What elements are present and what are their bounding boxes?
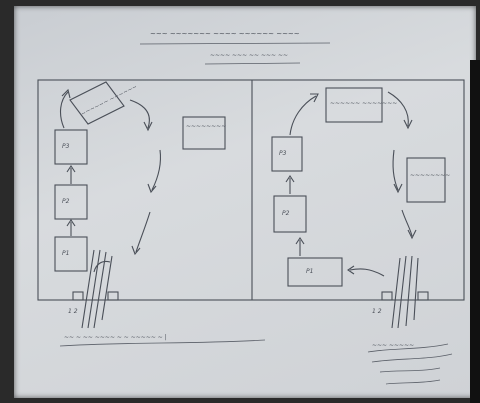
right-gate-lines <box>391 255 419 329</box>
left-gate-arrow <box>93 260 111 273</box>
arrow-down-2 <box>401 209 413 237</box>
paper-sheet <box>14 6 476 398</box>
left-gate-post <box>107 291 119 301</box>
arrow-down-1 <box>151 149 162 191</box>
right-side-box <box>406 157 446 203</box>
right-gate-post <box>381 291 393 301</box>
left-box-p2 <box>54 184 88 220</box>
left-gate-post <box>72 291 84 301</box>
right-side-label: ~~~~~~~~ <box>410 172 451 179</box>
arrowhead <box>393 183 403 194</box>
left-p3-label: P3 <box>62 143 70 150</box>
right-gate-post <box>417 291 429 301</box>
right-box-p1 <box>287 257 343 287</box>
arrowhead <box>285 175 295 183</box>
left-gate-lines <box>81 249 113 329</box>
arrow-top-right <box>387 91 409 127</box>
left-box-p3 <box>54 129 88 165</box>
arrowhead <box>295 237 305 245</box>
right-box-p3 <box>271 136 303 172</box>
page-title: ~~~ ~~~~~~~ ~~~~ ~~~~~~ ~~~~ <box>150 30 300 38</box>
arrowhead <box>347 265 355 275</box>
right-gate-label: 1 2 <box>372 308 382 315</box>
left-p1-label: P1 <box>62 250 70 257</box>
subtitle-underline <box>204 62 301 65</box>
footer-note: ~~ ~ ~~ ~~~~ ~ ~ ~~~~~ ~ | <box>64 334 167 341</box>
arrowhead <box>66 165 76 173</box>
arrowhead <box>403 119 413 130</box>
arrowhead <box>131 245 141 256</box>
left-tilted-box <box>69 81 125 125</box>
right-top-box <box>325 87 383 123</box>
arrow-down-1 <box>392 149 399 191</box>
arrowhead <box>147 183 157 194</box>
dark-edge <box>470 60 480 403</box>
signature: ~~~ ~~~~~ <box>372 342 415 349</box>
title-underline <box>139 42 331 45</box>
arrow-down-2 <box>135 211 151 253</box>
right-p1-label: P1 <box>306 268 314 275</box>
arrow-top-right <box>129 99 150 129</box>
left-side-box <box>182 116 226 150</box>
arrow-gate-p1 <box>349 268 385 277</box>
right-p3-label: P3 <box>279 150 287 157</box>
right-top-label: ~~~~~~ ~~~~~~~ <box>330 100 398 107</box>
left-gate-label: 1 2 <box>68 308 78 315</box>
arrowhead <box>61 88 71 99</box>
arrowhead <box>310 93 319 103</box>
arrow-p3-top <box>289 95 317 136</box>
main-frame <box>37 79 465 301</box>
arrow-p3-top <box>59 91 69 129</box>
right-box-p2 <box>273 195 307 233</box>
left-box-p1 <box>54 236 88 272</box>
arrowhead <box>407 229 417 240</box>
arrowhead <box>66 219 76 227</box>
arrowhead <box>143 121 153 132</box>
left-side-label: ~~~~~~~~ <box>186 123 227 130</box>
signature-scribble <box>367 343 453 385</box>
left-p2-label: P2 <box>62 198 70 205</box>
page-subtitle: ~~~~ ~~~ ~~ ~~~ ~~ <box>210 52 289 59</box>
right-p2-label: P2 <box>282 210 290 217</box>
footer-underline <box>59 339 266 347</box>
